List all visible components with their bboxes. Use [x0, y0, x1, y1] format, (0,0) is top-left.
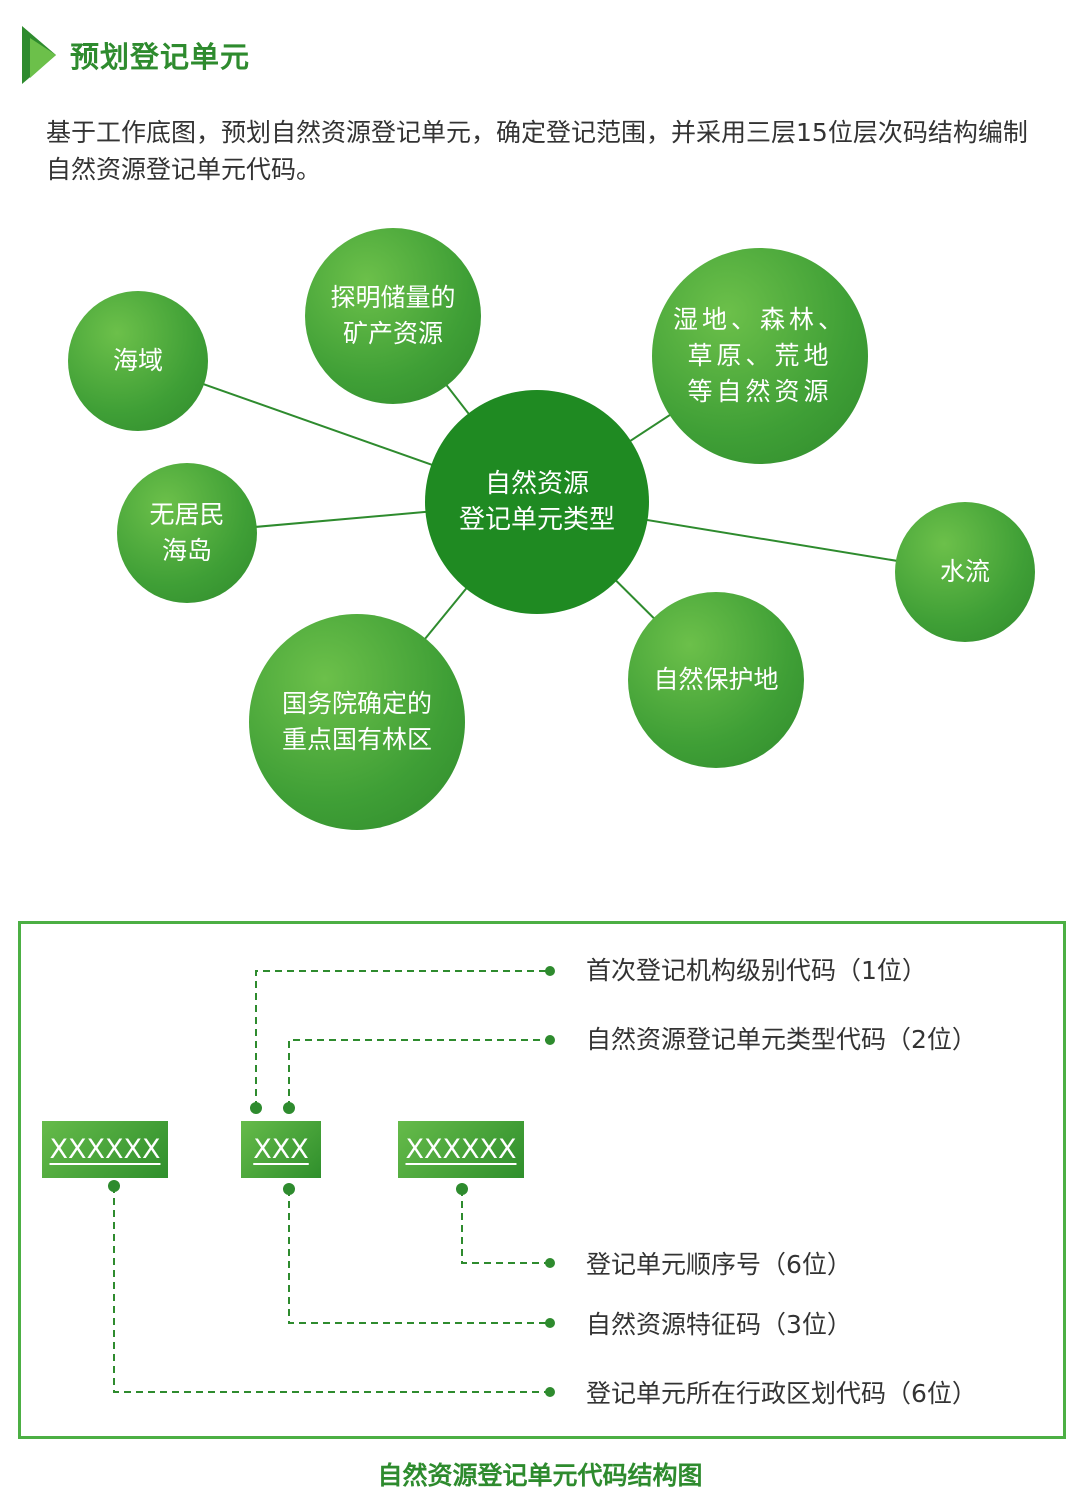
- node-forest-area: 国务院确定的 重点国有林区: [249, 614, 465, 830]
- node-mineral: 探明储量的 矿产资源: [305, 228, 481, 404]
- label-admin-code: 登记单元所在行政区划代码（6位）: [586, 1379, 977, 1408]
- code-segment-sequence: XXXXXX: [398, 1121, 524, 1178]
- center-node: 自然资源 登记单元类型: [425, 390, 649, 614]
- label-type-code: 自然资源登记单元类型代码（2位）: [586, 1025, 977, 1054]
- node-wetland-forest: 湿地、森林、 草原、荒地 等自然资源: [652, 248, 868, 464]
- intro-text: 基于工作底图，预划自然资源登记单元，确定登记范围，并采用三层15位层次码结构编制…: [46, 118, 1028, 184]
- code-text: XXXXXX: [49, 1134, 161, 1165]
- node-sea-area: 海域: [68, 291, 208, 431]
- figure-caption: 自然资源登记单元代码结构图: [377, 1461, 703, 1490]
- section-title: 预划登记单元: [70, 40, 251, 74]
- label-sequence: 登记单元顺序号（6位）: [586, 1250, 852, 1279]
- label-agency-level: 首次登记机构级别代码（1位）: [586, 956, 927, 985]
- label-feature-code: 自然资源特征码（3位）: [586, 1310, 852, 1339]
- title-arrow-icon: [22, 26, 56, 84]
- node-protected-area: 自然保护地: [628, 592, 804, 768]
- code-text: XXXXXX: [405, 1134, 517, 1165]
- code-segment-admin: XXXXXX: [42, 1121, 168, 1178]
- code-text: XXX: [253, 1134, 309, 1165]
- code-structure-box: [18, 921, 1066, 1439]
- code-segment-feature: XXX: [241, 1121, 321, 1178]
- node-island: 无居民 海岛: [117, 463, 257, 603]
- node-water: 水流: [895, 502, 1035, 642]
